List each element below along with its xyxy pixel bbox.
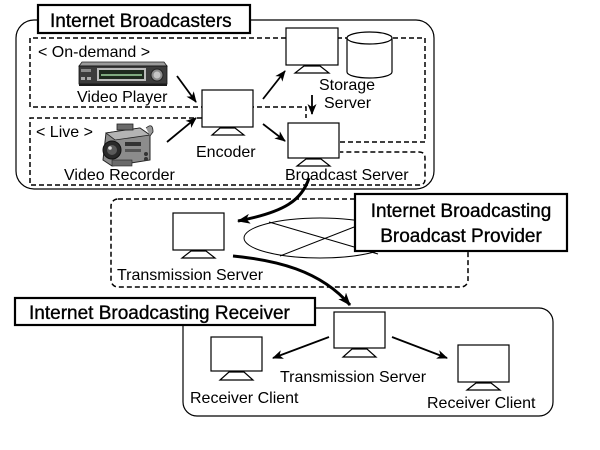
camcorder-icon [102, 123, 154, 167]
arrow-broadcast-to-provider [237, 177, 311, 224]
arrow-encoder-to-storage [262, 70, 286, 100]
arrow-recorder-to-encoder [166, 117, 197, 143]
provider-title-line-1: Internet Broadcasting [371, 201, 552, 222]
receiver-group: Transmission Server Receiver Client Rece… [13, 296, 554, 417]
receiver-title-box: Internet Broadcasting Receiver [13, 296, 317, 327]
encoder-monitor-icon [201, 89, 254, 136]
broadcasters-title: Internet Broadcasters [50, 11, 232, 32]
on-demand-region [29, 37, 426, 143]
provider-boundary [110, 198, 469, 288]
receiver-client-left-label: Receiver Client [190, 390, 299, 407]
receiver-transmission-server-label: Transmission Server [280, 369, 427, 386]
provider-title-line-2: Broadcast Provider [380, 226, 542, 247]
internet-broadcasters-group: < On-demand > < Live > Video Player [15, 3, 435, 190]
provider-transmission-server-label: Transmission Server [117, 267, 264, 284]
arrow-provider-to-receiver [232, 254, 352, 306]
arrow-encoder-to-broadcast [262, 123, 286, 142]
storage-server-label: Server [324, 95, 372, 112]
receiver-boundary [182, 307, 554, 417]
provider-transmission-server-monitor-icon [172, 212, 225, 259]
arrow-player-to-encoder [176, 75, 197, 103]
receiver-client-right-monitor-icon [457, 344, 510, 391]
live-label: < Live > [36, 124, 93, 141]
receiver-transmission-server-monitor-icon [333, 311, 386, 358]
receiver-client-right-label: Receiver Client [427, 395, 536, 412]
broadcasters-title-box: Internet Broadcasters [36, 3, 252, 35]
on-demand-label: < On-demand > [38, 44, 150, 61]
database-cylinder-icon [346, 31, 393, 79]
arrow-server-to-right-client [391, 336, 448, 359]
broadcast-provider-group: Transmission Server Internet Broadcastin… [110, 192, 569, 288]
receiver-title: Internet Broadcasting Receiver [29, 303, 291, 324]
video-player-label: Video Player [77, 89, 168, 106]
storage-label: Storage [319, 77, 375, 94]
storage-server-monitor-icon [285, 27, 339, 74]
receiver-client-left-monitor-icon [210, 336, 263, 381]
live-region [29, 117, 426, 186]
arrow-server-to-left-client [272, 336, 330, 359]
encoder-label: Encoder [196, 144, 256, 161]
broadcast-server-monitor-icon [287, 122, 340, 167]
video-recorder-label: Video Recorder [64, 167, 176, 184]
vcr-icon [78, 61, 168, 86]
provider-title-box: Internet Broadcasting Broadcast Provider [353, 192, 569, 253]
broadcast-server-label: Broadcast Server [285, 167, 409, 184]
